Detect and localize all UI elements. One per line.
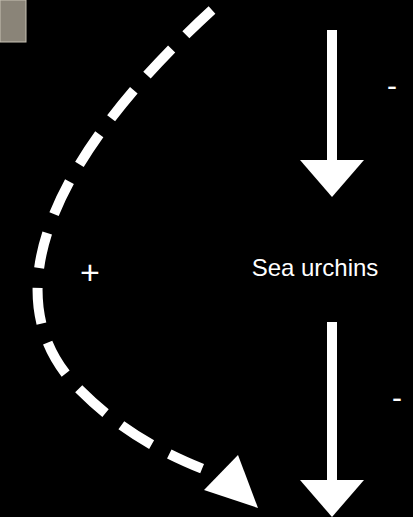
bottom-arrow-shaft [327,322,337,485]
top-arrow-shaft [327,30,337,165]
photo-fragment [0,0,26,42]
sign-label: - [392,383,402,413]
top-arrow-head [300,160,364,197]
dashed-curve [38,10,218,475]
photo-edge [0,0,26,42]
dashed-arrow-head [204,455,258,508]
bottom-arrow-head [300,480,364,517]
sign-label: - [387,71,397,101]
sign-label: + [80,255,100,289]
node-label: Sea urchins [252,256,379,280]
